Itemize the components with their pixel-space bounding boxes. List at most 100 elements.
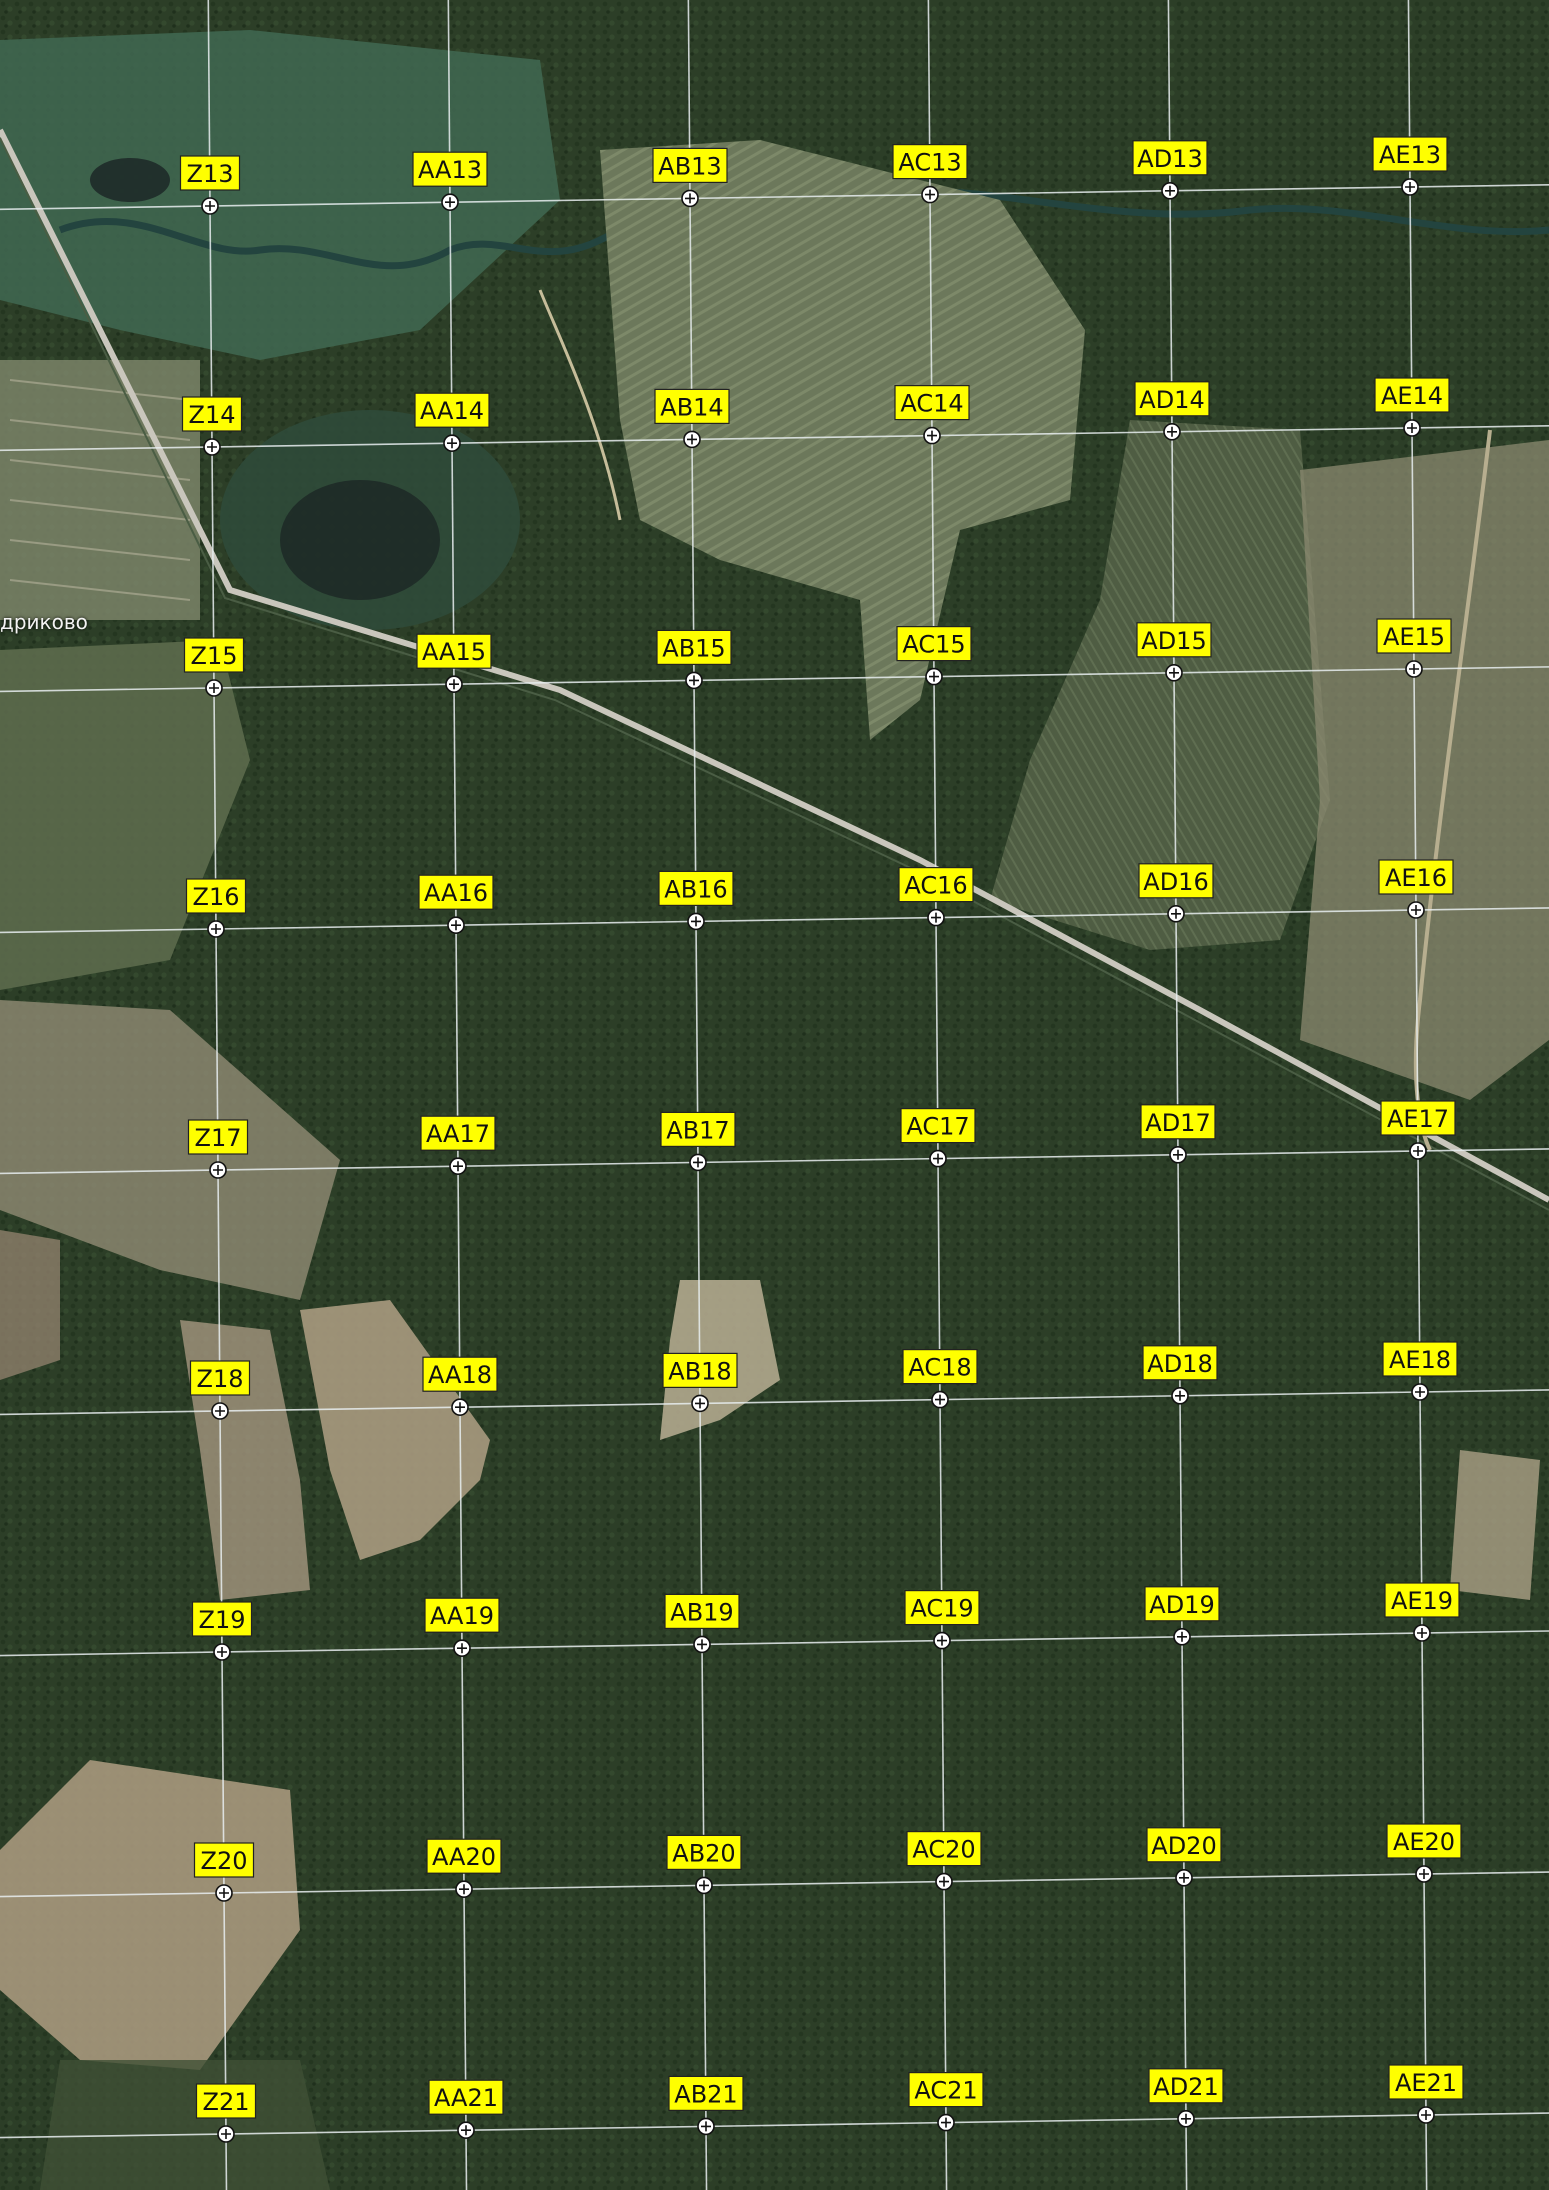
grid-point-z19[interactable]: Z19 (191, 1601, 253, 1661)
grid-label-box (1384, 1582, 1460, 1618)
crosshair-icon (451, 920, 461, 931)
clearing-aa18 (300, 1300, 490, 1560)
grid-point-aa15[interactable]: AA15 (416, 633, 492, 694)
crosshair-icon (209, 683, 219, 693)
grid-point-ac14[interactable]: AC14 (894, 385, 970, 445)
grid-point-z14[interactable]: Z14 (181, 396, 243, 456)
grid-point-ae15[interactable]: AE15 (1376, 618, 1452, 678)
grid-point-aa19[interactable]: AA19 (424, 1597, 500, 1657)
grid-label-text: AD13 (1137, 145, 1202, 173)
grid-label-box (1132, 140, 1208, 176)
grid-point-ab13[interactable]: AB13 (652, 147, 728, 208)
grid-label-box (664, 1593, 740, 1630)
grid-point-ae16[interactable]: AE16 (1378, 859, 1454, 919)
crosshair-icon (1407, 423, 1417, 433)
grid-point-z18[interactable]: Z18 (189, 1360, 251, 1420)
grid-line-row-17 (0, 1148, 1549, 1175)
grid-line-row-13 (0, 183, 1549, 211)
grid-label-text: Z14 (189, 401, 236, 429)
grid-point-ab14[interactable]: AB14 (654, 388, 730, 449)
grid-point-ab15[interactable]: AB15 (656, 629, 732, 690)
grid-label-text: AE14 (1381, 382, 1443, 410)
grid-point-ad21[interactable]: AD21 (1148, 2068, 1224, 2128)
grid-label-box (1372, 136, 1448, 172)
grid-point-ab21[interactable]: AB21 (668, 2075, 744, 2136)
crosshair-icon (215, 1406, 225, 1416)
grid-point-ad15[interactable]: AD15 (1136, 622, 1212, 682)
grid-point-ad17[interactable]: AD17 (1140, 1104, 1216, 1164)
grid-point-ad18[interactable]: AD18 (1142, 1345, 1218, 1405)
grid-point-aa21[interactable]: AA21 (428, 2079, 504, 2139)
grid-label-text: AA15 (422, 638, 486, 666)
grid-point-aa16[interactable]: AA16 (418, 874, 494, 935)
grid-line-row-18 (0, 1389, 1549, 1416)
grid-label-text: AE13 (1379, 141, 1441, 169)
grid-label-box (185, 878, 247, 914)
crosshair-icon (1173, 1149, 1183, 1160)
grid-point-ad16[interactable]: AD16 (1138, 863, 1214, 923)
grid-point-aa14[interactable]: AA14 (414, 392, 490, 453)
grid-label-box (896, 625, 972, 662)
grid-point-ae21[interactable]: AE21 (1388, 2064, 1464, 2124)
grid-point-ac17[interactable]: AC17 (900, 1107, 976, 1168)
crosshair-icon (461, 2125, 471, 2136)
crosshair-icon (453, 1161, 463, 1172)
grid-point-ac13[interactable]: AC13 (892, 144, 968, 204)
grid-point-z17[interactable]: Z17 (187, 1119, 249, 1179)
grid-point-z20[interactable]: Z20 (193, 1842, 255, 1902)
grid-point-ae18[interactable]: AE18 (1382, 1341, 1458, 1401)
grid-label-box (654, 388, 730, 424)
grid-point-ac18[interactable]: AC18 (902, 1348, 978, 1409)
grid-point-ab20[interactable]: AB20 (666, 1834, 742, 1895)
grid-point-z13[interactable]: Z13 (179, 155, 241, 215)
grid-label-text: AC15 (902, 631, 965, 659)
grid-point-ae17[interactable]: AE17 (1380, 1100, 1456, 1160)
grid-point-ac21[interactable]: AC21 (908, 2072, 984, 2132)
grid-point-z16[interactable]: Z16 (185, 878, 247, 938)
grid-point-ad20[interactable]: AD20 (1146, 1827, 1222, 1887)
grid-point-ab16[interactable]: AB16 (658, 870, 734, 931)
grid-point-aa18[interactable]: AA18 (422, 1356, 498, 1416)
grid-point-aa13[interactable]: AA13 (412, 151, 488, 211)
grid-point-ab19[interactable]: AB19 (664, 1593, 740, 1654)
grid-point-ae14[interactable]: AE14 (1374, 377, 1450, 437)
grid-label-box (1388, 2064, 1464, 2100)
grid-point-ae13[interactable]: AE13 (1372, 136, 1448, 196)
clearing-left-lower (0, 1230, 60, 1380)
grid-label-text: AA20 (432, 1843, 496, 1871)
grid-point-aa20[interactable]: AA20 (426, 1838, 502, 1898)
grid-point-aa17[interactable]: AA17 (420, 1115, 496, 1175)
grid-point-ae20[interactable]: AE20 (1386, 1823, 1462, 1883)
grid-label-box (904, 1589, 980, 1626)
grid-label-box (894, 385, 970, 421)
grid-label-text: AB15 (662, 634, 725, 662)
grid-label-box (1140, 1104, 1216, 1140)
right-field-strip (1300, 440, 1549, 1100)
grid-point-ad19[interactable]: AD19 (1144, 1586, 1220, 1646)
grid-point-z21[interactable]: Z21 (195, 2083, 257, 2143)
grid-label-box (426, 1838, 502, 1874)
grid-point-z15[interactable]: Z15 (183, 637, 245, 697)
village (0, 360, 200, 620)
grid-label-text: AD19 (1149, 1591, 1214, 1619)
grid-point-ad13[interactable]: AD13 (1132, 140, 1208, 200)
grid-label-box (898, 866, 974, 903)
grid-point-ac19[interactable]: AC19 (904, 1589, 980, 1650)
crosshair-icon (939, 1876, 949, 1887)
grid-label-box (1148, 2068, 1224, 2104)
grid-label-box (656, 629, 732, 666)
crosshair-icon (931, 912, 941, 923)
crosshair-icon (1409, 664, 1419, 674)
grid-point-ac16[interactable]: AC16 (898, 866, 974, 927)
crosshair-icon (1175, 1390, 1185, 1401)
grid-point-ac15[interactable]: AC15 (896, 625, 972, 686)
grid-point-ab17[interactable]: AB17 (660, 1111, 736, 1172)
grid-point-ae19[interactable]: AE19 (1384, 1582, 1460, 1642)
grid-point-ab18[interactable]: AB18 (662, 1352, 738, 1413)
grid-point-ac20[interactable]: AC20 (906, 1830, 982, 1891)
grid-label-text: AB21 (674, 2080, 737, 2108)
grid-point-ad14[interactable]: AD14 (1134, 381, 1210, 441)
grid-label-text: AA13 (418, 156, 482, 184)
large-field (600, 140, 1085, 740)
